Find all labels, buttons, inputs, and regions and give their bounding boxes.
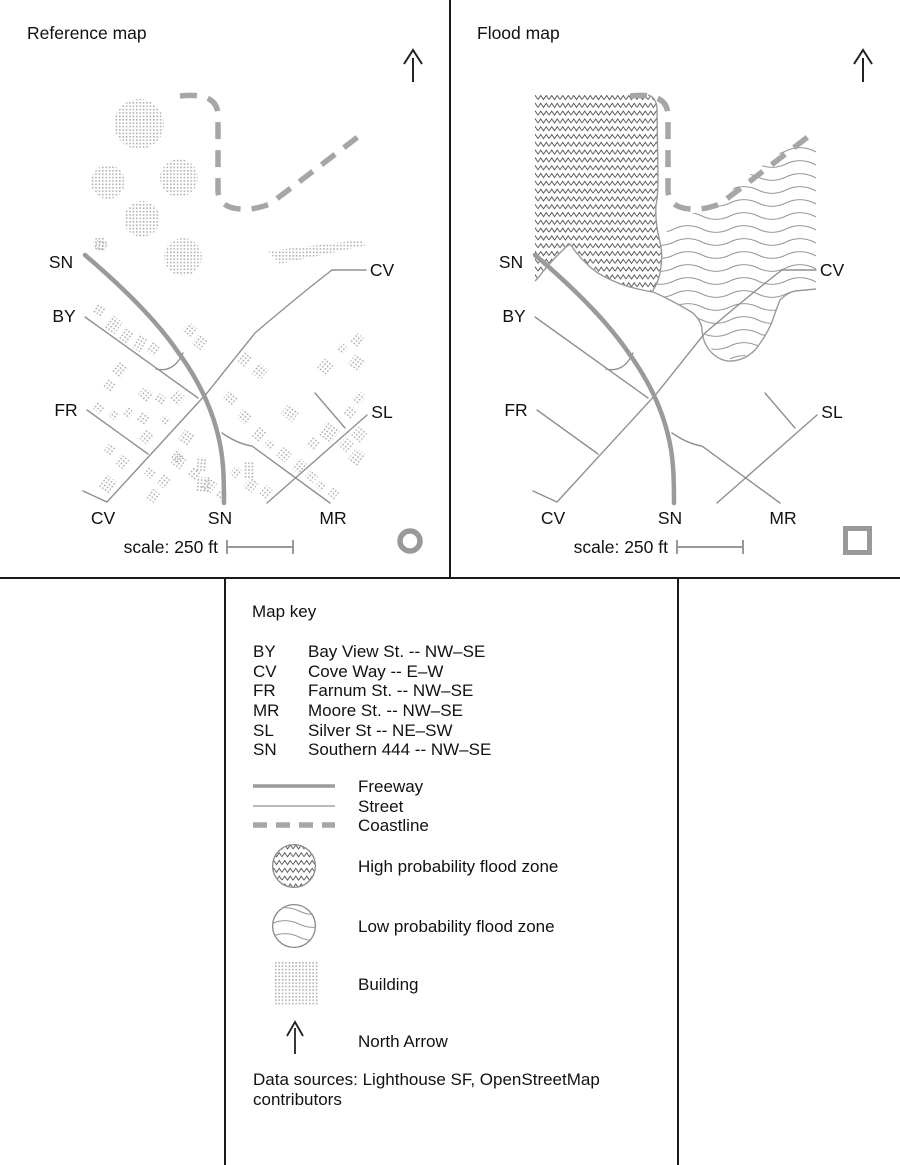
north-arrow-icon [853,49,873,83]
data-sources-note: Data sources: Lighthouse SF, OpenStreetM… [253,1070,600,1109]
street-label-mr: MR [319,508,346,528]
street-code: FR [253,681,276,700]
building-swatch-icon [275,962,319,1006]
street-label-fr: FR [54,400,77,420]
north-arrow-label: North Arrow [358,1032,448,1051]
street-label-cv-right: CV [370,260,395,280]
street-name: Cove Way -- E–W [308,662,444,681]
vegetation-dotted-circles [91,99,202,276]
panel-marker-circle-icon [397,528,423,554]
high-zone-swatch-icon [271,843,317,889]
street-code: SL [253,721,274,740]
scale-label: scale: 250 ft [574,537,668,557]
scale-bar [676,539,744,555]
street-code: BY [253,642,276,661]
street-label-by: BY [502,306,526,326]
panel-divider [449,0,451,577]
scale-label: scale: 250 ft [124,537,218,557]
street-name: Farnum St. -- NW–SE [308,681,474,700]
street-label-sn-top: SN [49,252,73,272]
north-arrow-icon [403,49,423,83]
map-key-panel: Map key BY Bay View St. -- NW–SE CV Cove… [225,578,678,1165]
high-zone-boundary [534,94,663,293]
high-probability-flood-zone [535,95,662,292]
street-name: Bay View St. -- NW–SE [308,642,486,661]
street-name: Southern 444 -- NW–SE [308,740,492,759]
street-label-mr: MR [769,508,796,528]
freeway-label: Freeway [358,777,424,796]
reference-map-panel: Reference map SN BY FR CV SN MR SL CV sc… [27,23,423,557]
coastline [180,95,363,209]
street-label-sn-top: SN [499,252,523,272]
street-label-by: BY [52,306,76,326]
street-label-cv-right: CV [820,260,845,280]
street-label-fr: FR [504,400,527,420]
map-key-title: Map key [252,602,317,621]
street-code: MR [253,701,280,720]
street-label-cv-bottom: CV [91,508,116,528]
street-label-cv-bottom: CV [541,508,566,528]
line-legend-swatches [253,784,335,828]
panel-title: Flood map [477,23,560,43]
buildings [91,238,368,504]
panel-marker-square-icon [843,526,872,555]
flood-map-panel: Flood map SN BY FR CV SN MR SL CV scale:… [477,23,873,557]
street-label-sn-bottom: SN [208,508,232,528]
building-label: Building [358,975,419,994]
street-label: Street [358,797,404,816]
street-label-sn-bottom: SN [658,508,682,528]
street-label-sl: SL [821,402,843,422]
low-zone-boundary [652,288,817,362]
street-name: Moore St. -- NW–SE [308,701,463,720]
dotted-strip [268,240,368,264]
scale-bar [226,539,294,555]
street-name: Silver St -- NE–SW [308,721,453,740]
street-code: CV [253,662,277,681]
low-zone-label: Low probability flood zone [358,917,555,936]
key-panel-left-border [224,579,226,1165]
low-probability-flood-zone [653,141,816,359]
coastline-label: Coastline [358,816,429,835]
street-code: SN [253,740,277,759]
low-zone-swatch-icon [271,903,317,949]
panel-title: Reference map [27,23,147,43]
north-arrow-swatch-icon [286,1020,304,1054]
high-zone-label: High probability flood zone [358,857,559,876]
key-panel-right-border [677,579,679,1165]
horizontal-divider [0,577,900,579]
street-label-sl: SL [371,402,393,422]
